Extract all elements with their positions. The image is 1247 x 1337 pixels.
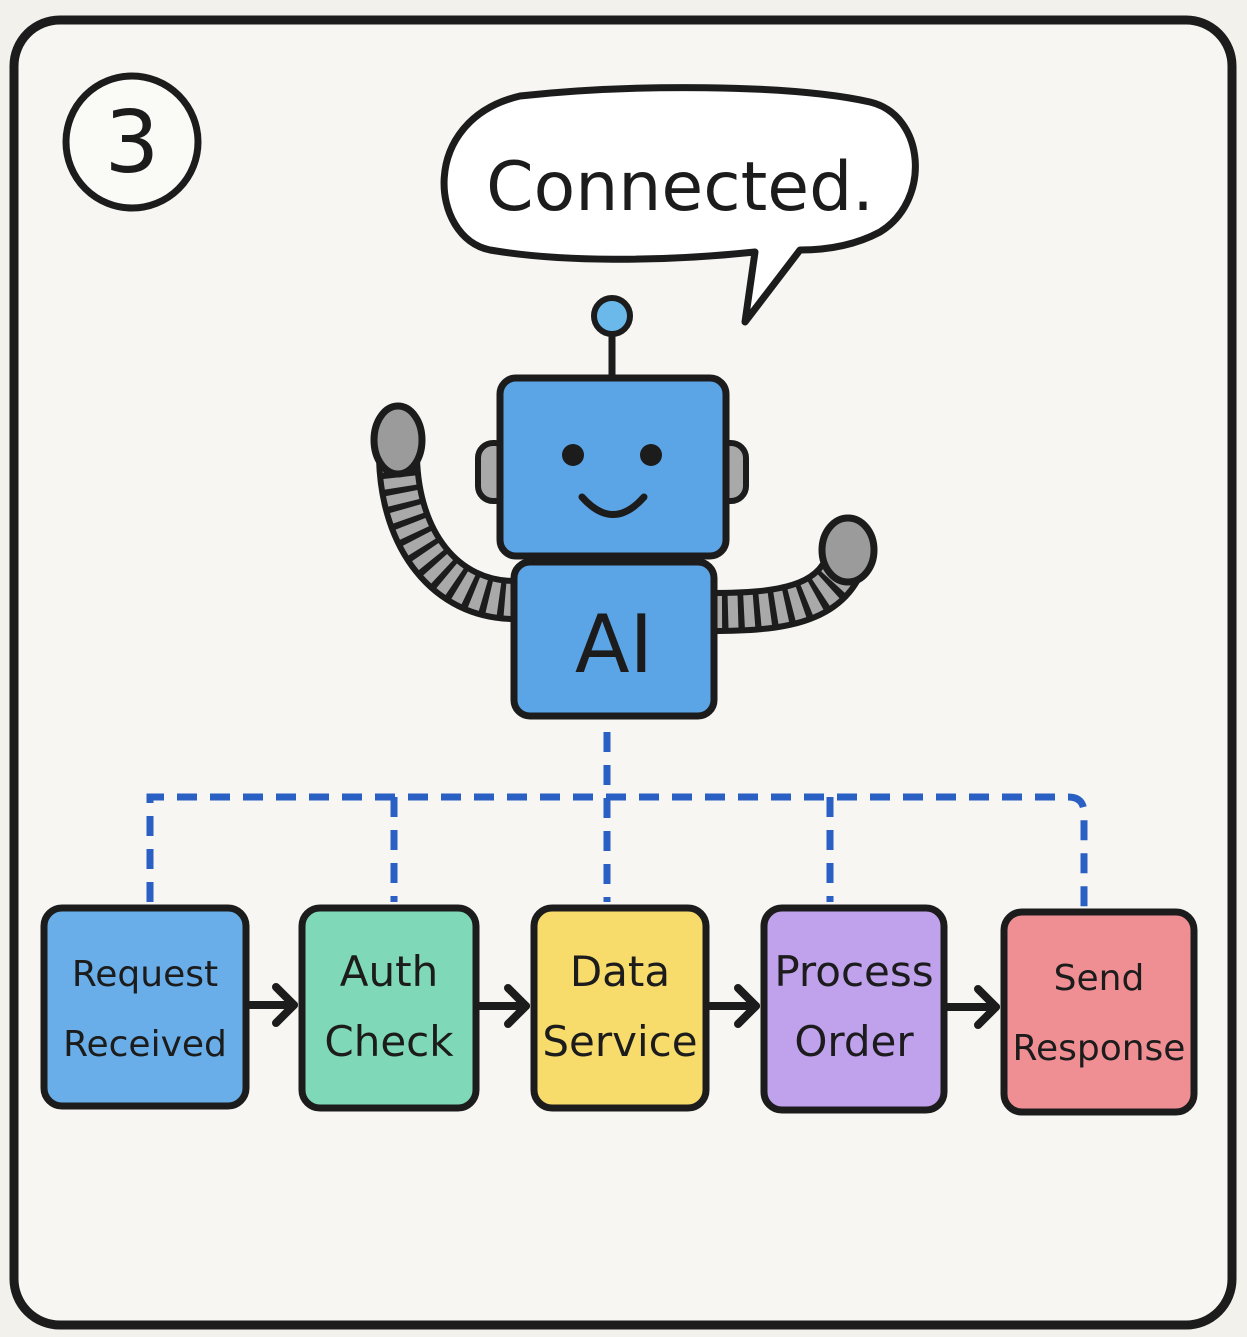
step-label-line1: Send [1054, 958, 1145, 999]
robot: AI [370, 295, 878, 720]
step-label-line1: Process [774, 947, 933, 996]
step-label-line1: Request [72, 954, 218, 995]
step-label-line2: Response [1013, 1028, 1186, 1069]
robot-body [510, 558, 718, 720]
speech-bubble: Connected. [440, 84, 919, 326]
speech-text: Connected. [486, 148, 874, 227]
arrow-right-icon [706, 984, 760, 1028]
arrow-right-icon [476, 984, 530, 1028]
step-label-line2: Received [63, 1024, 227, 1065]
robot-label: AI [575, 598, 653, 691]
step-label-line2: Service [542, 1017, 697, 1066]
robot-head [496, 374, 730, 560]
step-label-line1: Data [570, 947, 670, 996]
robot-smile [578, 493, 648, 518]
step-box [1000, 908, 1198, 1116]
panel-number: 3 [105, 93, 160, 193]
arrow-right-icon [246, 983, 298, 1027]
step-box [40, 904, 250, 1110]
step-box [530, 904, 710, 1112]
panel-number-circle [62, 72, 202, 212]
step-arrows [246, 983, 1000, 1029]
antenna-ball [591, 295, 633, 337]
right-hand [818, 514, 878, 586]
left-eye [562, 444, 584, 466]
right-eye [640, 444, 662, 466]
panel-number-badge: 3 [62, 72, 202, 212]
step-label-line2: Order [794, 1017, 914, 1066]
step-box [298, 904, 480, 1112]
step-label-line2: Check [324, 1017, 454, 1066]
connector-lines [146, 732, 1088, 910]
step-label-line1: Auth [340, 947, 438, 996]
step-box [760, 904, 948, 1114]
connector-bus [146, 793, 1088, 910]
left-hand [370, 402, 426, 478]
left-arm-segments [382, 457, 516, 616]
speech-bubble-shape [440, 84, 919, 326]
right-arm-segments [711, 553, 862, 628]
arrow-right-icon [944, 985, 1000, 1029]
